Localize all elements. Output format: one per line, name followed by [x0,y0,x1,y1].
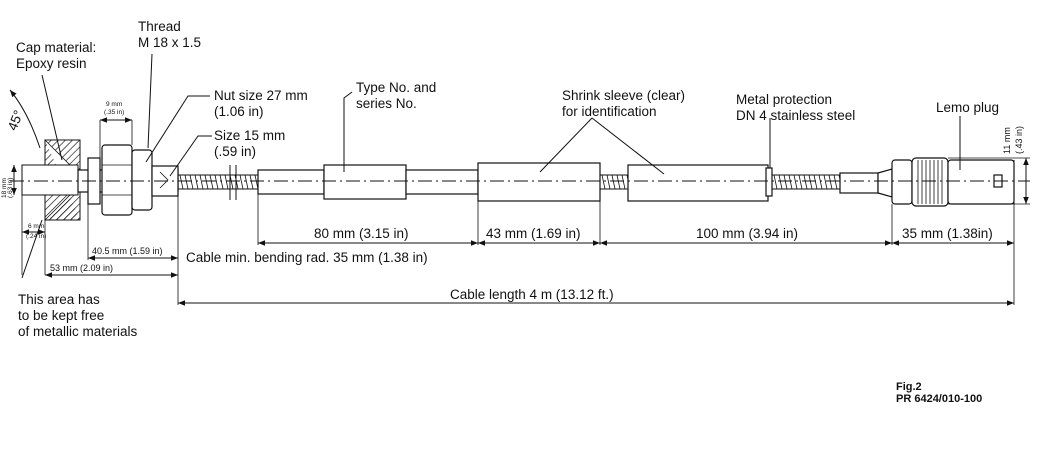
area-label-1: This area has [18,292,100,307]
nut-2 [131,149,153,211]
dim-11mm-1: 11 mm [1002,127,1012,154]
dim-9mm-2: (.35 in) [104,109,124,116]
size-label-2: (.59 in) [214,144,256,159]
type-sleeve [323,164,407,200]
dim-40-5: 40.5 mm (1.59 in) [92,246,163,256]
threaded-body [77,144,179,216]
type-label-1: Type No. and [356,80,436,95]
dim-6mm-1: 6 mm [28,223,44,230]
nut-label-1: Nut size 27 mm [214,88,308,103]
dim-100: 100 mm (3.94 in) [696,226,798,241]
epoxy-cap [21,139,81,221]
dim-43: 43 mm (1.69 in) [486,226,581,241]
figure-number: Fig.2 [896,381,922,393]
dim-80: 80 mm (3.15 in) [314,226,409,241]
dim-11mm-2: (.43 in) [1014,126,1024,154]
dim-18mm-1: 18 mm [1,178,8,198]
lemo-label: Lemo plug [936,100,999,115]
lemo-plug-shape [891,157,1015,207]
angle-arc [9,89,41,149]
dim-18mm-2: (.63 in) [7,178,14,198]
dim-cable-length: Cable length 4 m (13.12 ft.) [450,287,614,302]
nut-label-2: (1.06 in) [214,104,264,119]
thread-label-2: M 18 x 1.5 [138,35,201,50]
cap-material-label-2: Epoxy resin [16,56,87,71]
area-label-3: of metallic materials [18,324,138,339]
shrink-label-1: Shrink sleeve (clear) [562,88,685,103]
leader-lines [21,53,961,279]
dim-35: 35 mm (1.38in) [902,226,993,241]
cap-material-label-1: Cap material: [16,40,96,55]
shrink-sleeve [477,162,601,202]
dim-9mm-1: 9 mm [106,101,122,108]
thread-label-1: Thread [138,19,181,34]
part-number: PR 6424/010-100 [896,393,982,405]
area-label-2: to be kept free [18,308,104,323]
dim-bend-radius: Cable min. bending rad. 35 mm (1.38 in) [186,250,428,265]
angle-label: 45° [5,108,27,133]
metal-label-2: DN 4 stainless steel [736,108,855,123]
type-label-2: series No. [356,96,417,111]
dimension-lines [11,117,1029,306]
size-label-1: Size 15 mm [214,128,285,143]
shrink-label-2: for identification [562,104,657,119]
nut-1 [101,144,133,216]
dim-6mm-2: (.24 in) [26,233,46,240]
shrink-sleeve-2 [627,164,769,202]
extension-lines [21,120,1030,305]
metal-label-1: Metal protection [736,92,832,107]
sleeves [257,162,893,202]
dim-53: 53 mm (2.09 in) [50,263,113,273]
